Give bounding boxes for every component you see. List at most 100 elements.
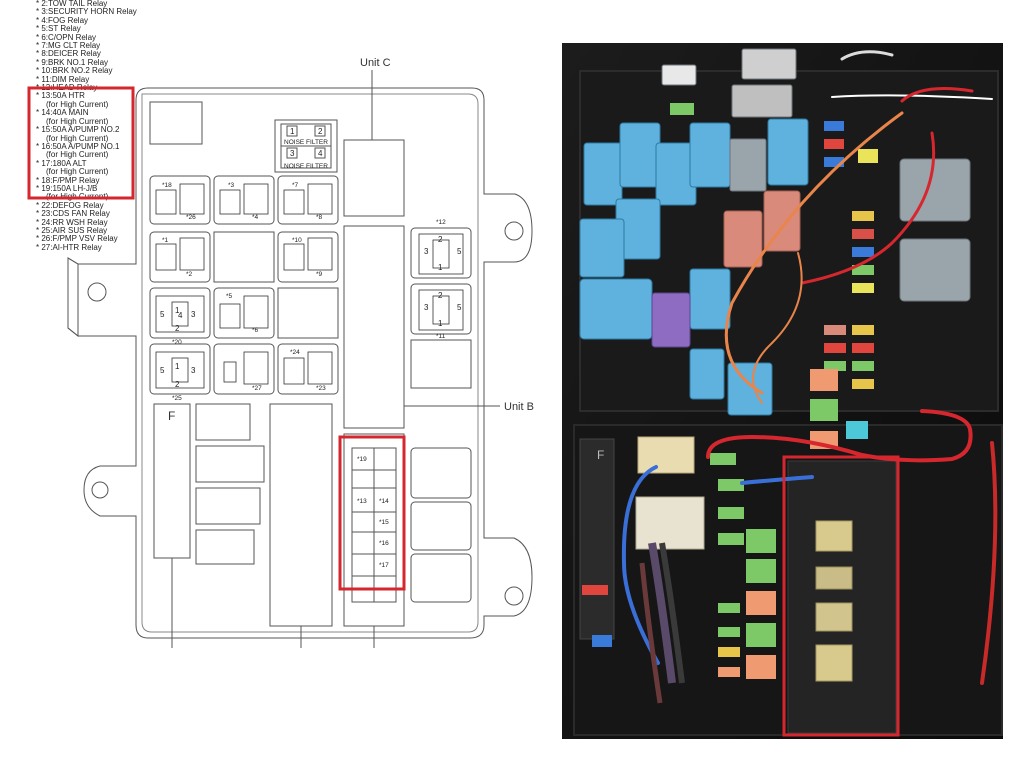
fuse-highlight-box bbox=[338, 435, 406, 591]
svg-text:2: 2 bbox=[438, 291, 443, 300]
noise-filter-label: NOISE FILTER bbox=[284, 139, 328, 146]
legend-number: * 15: bbox=[36, 125, 53, 135]
svg-text:*24: *24 bbox=[290, 349, 300, 356]
legend-item: * 27:AI-HTR Relay bbox=[36, 242, 137, 252]
svg-text:*9: *9 bbox=[316, 271, 323, 278]
svg-text:2: 2 bbox=[438, 235, 443, 244]
svg-text:4: 4 bbox=[178, 311, 183, 320]
legend-subtext: (for High Current) bbox=[46, 150, 109, 160]
svg-text:3: 3 bbox=[424, 303, 429, 312]
legend-text: TOW TAIL Relay bbox=[48, 0, 108, 8]
legend-number: * 8: bbox=[36, 49, 49, 59]
legend-item: * 2:TOW TAIL Relay bbox=[36, 0, 137, 8]
fuse-f-block bbox=[153, 403, 191, 559]
svg-text:*1: *1 bbox=[162, 237, 169, 244]
svg-text:*8: *8 bbox=[316, 214, 323, 221]
legend-item: * 4:FOG Relay bbox=[36, 16, 137, 25]
svg-text:3: 3 bbox=[191, 366, 196, 375]
unit-c-label: Unit C bbox=[360, 57, 391, 69]
legend-text: RR WSH Relay bbox=[52, 217, 108, 227]
legend-number: * 19: bbox=[36, 183, 53, 193]
svg-text:1: 1 bbox=[175, 362, 180, 371]
high-current-fuse-block bbox=[787, 460, 897, 734]
svg-text:*3: *3 bbox=[228, 182, 235, 189]
legend-text: MG CLT Relay bbox=[48, 41, 101, 51]
legend-item: * 8:DEICER Relay bbox=[36, 50, 137, 58]
legend-number: * 18: bbox=[36, 175, 53, 185]
legend-text: F/PMP Relay bbox=[52, 175, 100, 185]
legend-number: * 14: bbox=[36, 108, 53, 118]
legend-number: * 23: bbox=[36, 209, 53, 219]
legend-item: * 3:SECURITY HORN Relay bbox=[36, 8, 137, 16]
legend-text: BRK NO.1 Relay bbox=[48, 57, 109, 67]
legend-subtext: (for High Current) bbox=[46, 167, 109, 177]
legend-number: * 2: bbox=[36, 0, 49, 8]
svg-text:5: 5 bbox=[457, 303, 462, 312]
mini-fuses bbox=[670, 103, 878, 449]
legend-number: * 27: bbox=[36, 242, 53, 252]
legend-item: * 10:BRK NO.2 Relay bbox=[36, 67, 137, 75]
svg-text:*6: *6 bbox=[252, 327, 259, 334]
legend-item: * 23:CDS FAN Relay bbox=[36, 209, 137, 219]
housing-outline bbox=[67, 87, 533, 639]
svg-text:*17: *17 bbox=[379, 562, 389, 569]
unit-c-block bbox=[343, 139, 405, 217]
legend-text: 180A ALT bbox=[52, 158, 87, 168]
wires bbox=[621, 50, 998, 685]
svg-text:*23: *23 bbox=[316, 385, 326, 392]
svg-text:*2: *2 bbox=[186, 271, 193, 278]
legend-text: F/PMP VSV Relay bbox=[52, 234, 118, 244]
svg-text:1: 1 bbox=[175, 306, 180, 315]
legend-number: * 10: bbox=[36, 66, 53, 76]
legend-item: * 11:DIM Relay bbox=[36, 75, 137, 84]
legend-text: AIR SUS Relay bbox=[52, 225, 108, 235]
legend-text: BRK NO.2 Relay bbox=[52, 66, 113, 76]
mount-hole bbox=[87, 282, 107, 302]
svg-text:*12: *12 bbox=[436, 219, 446, 226]
legend-item: * 13:50A HTR bbox=[36, 92, 137, 100]
fuse-box-photo: F bbox=[562, 43, 1003, 739]
legend-text: SECURITY HORN Relay bbox=[48, 7, 137, 17]
svg-text:*4: *4 bbox=[252, 214, 259, 221]
legend-number: * 24: bbox=[36, 217, 53, 227]
svg-text:2: 2 bbox=[175, 324, 180, 333]
svg-text:*5: *5 bbox=[226, 293, 233, 300]
legend-text: 50A A/PUMP NO.1 bbox=[52, 141, 120, 151]
svg-text:3: 3 bbox=[191, 310, 196, 319]
mount-hole bbox=[91, 481, 109, 499]
svg-text:*11: *11 bbox=[436, 333, 446, 340]
noise-filter-label: NOISE FILTER bbox=[284, 163, 328, 170]
svg-text:2: 2 bbox=[175, 380, 180, 389]
svg-text:*14: *14 bbox=[379, 498, 389, 505]
svg-text:5: 5 bbox=[160, 310, 165, 319]
svg-text:1: 1 bbox=[438, 319, 443, 328]
legend-item: * 16:50A A/PUMP NO.1 bbox=[36, 141, 137, 151]
lower-fuses bbox=[579, 436, 776, 679]
legend-text: ST Relay bbox=[48, 24, 81, 34]
svg-text:1: 1 bbox=[438, 263, 443, 272]
svg-text:*7: *7 bbox=[292, 182, 299, 189]
svg-text:*15: *15 bbox=[379, 519, 389, 526]
legend-text: CDS FAN Relay bbox=[52, 209, 110, 219]
photo-highlight-box bbox=[782, 455, 900, 737]
legend-item: * 22:DEFOG Relay bbox=[36, 201, 137, 210]
legend-highlight-box bbox=[27, 86, 135, 200]
svg-text:3: 3 bbox=[290, 149, 295, 158]
blue-relays bbox=[579, 118, 809, 416]
legend-item: * 6:C/OPN Relay bbox=[36, 32, 137, 42]
legend-item: * 25:AIR SUS Relay bbox=[36, 225, 137, 235]
salmon-relays bbox=[723, 190, 801, 268]
legend-text: 50A A/PUMP NO.2 bbox=[52, 125, 120, 135]
legend-item: * 24:RR WSH Relay bbox=[36, 217, 137, 227]
legend-text: C/OPN Relay bbox=[48, 32, 97, 42]
legend-item: * 7:MG CLT Relay bbox=[36, 41, 137, 51]
svg-text:*19: *19 bbox=[357, 456, 367, 463]
legend-number: * 16: bbox=[36, 141, 53, 151]
svg-text:1: 1 bbox=[290, 127, 295, 136]
legend-text: AI-HTR Relay bbox=[52, 242, 102, 252]
svg-text:*18: *18 bbox=[162, 182, 172, 189]
legend-item: * 5:ST Relay bbox=[36, 25, 137, 33]
mount-hole bbox=[504, 586, 524, 606]
